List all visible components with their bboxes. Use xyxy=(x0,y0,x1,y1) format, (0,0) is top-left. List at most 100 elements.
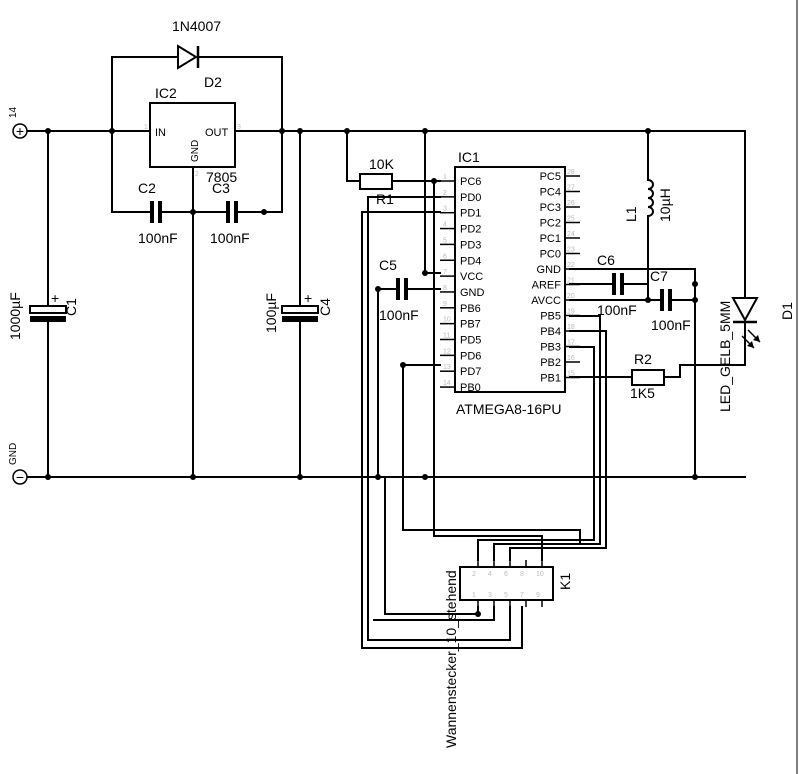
capacitor-c7-value: 100nF xyxy=(651,317,691,333)
mcu-pin-label: PD7 xyxy=(460,366,481,378)
regulator-pin-gnd-num: 2 xyxy=(195,171,199,178)
led-value: LED_GELB_5MM xyxy=(717,301,733,412)
connector-pin-pair: 21 xyxy=(472,560,479,607)
mcu-pin-label: PB7 xyxy=(460,319,481,331)
regulator-ref: IC2 xyxy=(155,85,177,101)
mcu-pin-number: 26 xyxy=(567,200,575,207)
terminal-plus-symbol: + xyxy=(16,123,24,139)
mcu-pin-label: PC5 xyxy=(540,171,561,183)
mcu-pin-label: PC1 xyxy=(540,233,561,245)
mcu-pin-number: 4 xyxy=(443,222,447,229)
regulator-pin-out-num: 3 xyxy=(237,124,241,131)
mcu-pin-number: 11 xyxy=(443,333,450,340)
mcu-pin-pb4-right: PB4 18 xyxy=(540,324,580,338)
terminal-plus: + 14 xyxy=(8,106,28,139)
mcu-pin-label: PC6 xyxy=(460,176,481,188)
mcu-pin-number: 15 xyxy=(567,371,575,378)
mcu-pin-number: 2 xyxy=(443,190,447,197)
inductor-l1: L1 10µH xyxy=(623,178,673,222)
mcu-pin-vcc-left: VCC 7 xyxy=(440,269,483,283)
connector-pin-pair: 10 9 xyxy=(536,560,544,607)
connector-pin-number: 10 xyxy=(536,571,544,578)
mcu-pin-label: PB3 xyxy=(540,342,561,354)
mcu-pin-pd0-left: PD0 2 xyxy=(440,190,481,204)
regulator-ic2: IC2 IN OUT GND 7805 1 3 2 xyxy=(144,85,241,185)
connector-pin-number: 1 xyxy=(472,592,476,599)
mcu-pin-number: 27 xyxy=(567,185,575,192)
capacitor-c1: + 1000µF C1 xyxy=(7,290,79,340)
capacitor-c1-ref: C1 xyxy=(63,298,79,316)
connector-pin-number: 4 xyxy=(488,571,492,578)
mcu-pin-label: PD1 xyxy=(460,208,481,220)
connector-pin-number: 5 xyxy=(504,592,508,599)
mcu-pin-label: PC0 xyxy=(540,249,561,261)
connector-pin-number: 7 xyxy=(520,592,524,599)
led-ref: D1 xyxy=(779,302,795,320)
led-emission-arrows xyxy=(741,329,761,349)
mcu-pin-label: VCC xyxy=(460,271,483,283)
capacitor-c5-value: 100nF xyxy=(379,307,419,323)
mcu-pin-number: 12 xyxy=(443,348,451,355)
led-d1: LED_GELB_5MM D1 xyxy=(717,297,795,412)
mcu-pin-number: 7 xyxy=(443,269,447,276)
capacitor-c2: C2 100nF xyxy=(138,180,178,246)
mcu-pin-pc6-left: PC6 1 xyxy=(440,174,481,188)
mcu-pin-label: PB2 xyxy=(540,357,561,369)
mcu-ic1: IC1 ATMEGA8-16PU PC61PD02PD13PD24PD35PD4… xyxy=(440,149,580,417)
inductor-ref: L1 xyxy=(623,206,639,222)
mcu-pin-number: 10 xyxy=(443,317,451,324)
mcu-pin-label: PD0 xyxy=(460,192,481,204)
mcu-pin-pd7-left: PD7 13 xyxy=(440,364,481,378)
mcu-pin-number: 24 xyxy=(567,231,575,238)
mcu-pin-label: PB4 xyxy=(540,326,561,338)
capacitor-c6-value: 100nF xyxy=(597,302,637,318)
mcu-pin-number: 16 xyxy=(567,355,575,362)
terminal-gnd: − GND xyxy=(8,443,28,485)
mcu-pin-number: 13 xyxy=(443,364,451,371)
capacitor-c2-value: 100nF xyxy=(138,230,178,246)
connector-pin-number: 9 xyxy=(536,592,540,599)
capacitor-c1-plus: + xyxy=(51,290,59,306)
mcu-pin-pb7-left: PB7 10 xyxy=(440,317,481,331)
resistor-r2: R2 1K5 xyxy=(630,351,665,401)
mcu-value: ATMEGA8-16PU xyxy=(456,401,562,417)
connector-pin-number: 2 xyxy=(472,571,476,578)
capacitor-c1-value: 1000µF xyxy=(7,292,23,340)
mcu-pin-pb2-right: PB2 16 xyxy=(540,355,580,369)
mcu-pin-label: PD3 xyxy=(460,239,481,251)
mcu-pin-number: 1 xyxy=(443,174,447,181)
mcu-pin-number: 19 xyxy=(567,309,575,316)
mcu-pin-pc1-right: PC1 24 xyxy=(540,231,580,245)
capacitor-c3-ref: C3 xyxy=(212,180,230,196)
capacitor-c4-plus: + xyxy=(304,290,312,306)
connector-pin-number: 3 xyxy=(488,592,492,599)
mcu-pin-label: PC2 xyxy=(540,218,561,230)
regulator-pin-out: OUT xyxy=(205,127,229,139)
diode-d2-ref: D2 xyxy=(204,74,222,90)
mcu-pin-number: 17 xyxy=(567,340,575,347)
mcu-pin-label: PD5 xyxy=(460,335,481,347)
mcu-pin-number: 9 xyxy=(443,301,447,308)
resistor-r2-value: 1K5 xyxy=(630,385,655,401)
mcu-left-pins: PC61PD02PD13PD24PD35PD46VCC7GND8PB69PB71… xyxy=(440,174,485,394)
mcu-pin-label: PB1 xyxy=(540,373,561,385)
mcu-pin-number: 6 xyxy=(443,253,447,260)
mcu-pin-number: 22 xyxy=(567,262,575,269)
regulator-value: 7805 xyxy=(206,169,237,185)
mcu-pin-number: 18 xyxy=(567,324,575,331)
capacitor-c6: C6 100nF xyxy=(597,252,637,318)
capacitor-c3-value: 100nF xyxy=(210,230,250,246)
mcu-pin-number: 20 xyxy=(567,293,575,300)
